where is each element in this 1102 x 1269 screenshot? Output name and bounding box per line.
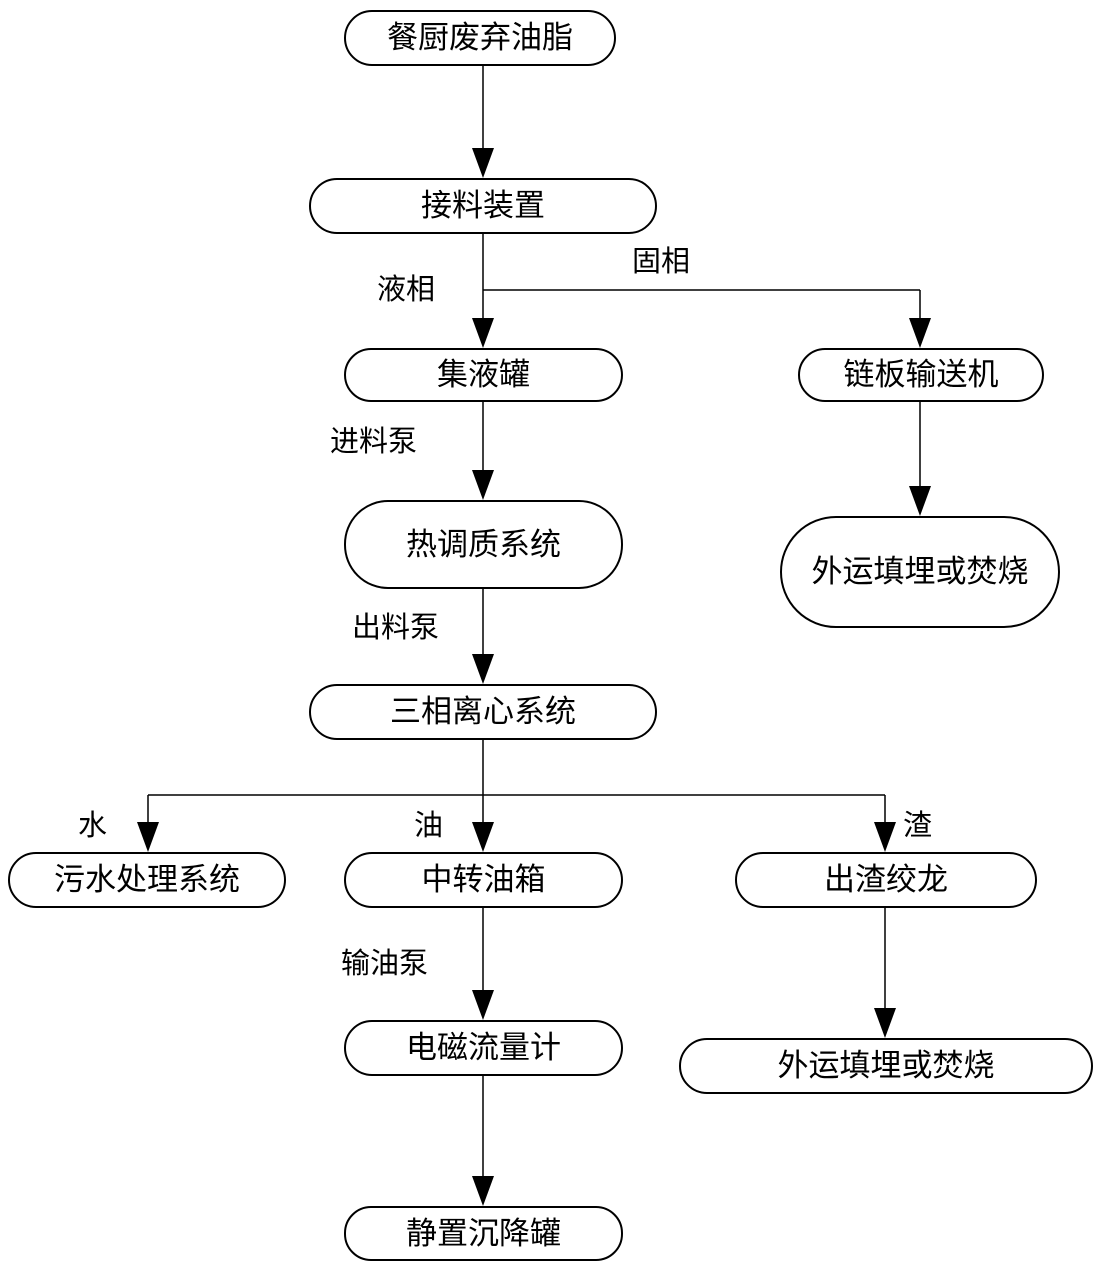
- edge-label-oil-pump: 输油泵: [341, 946, 429, 980]
- node-slag-auger: 出渣绞龙: [735, 852, 1037, 908]
- node-label: 中转油箱: [421, 862, 546, 898]
- arrow-water: [137, 822, 159, 852]
- arrow-receiving: [472, 148, 494, 178]
- node-kitchen-waste-oil: 餐厨废弃油脂: [344, 10, 616, 66]
- arrow-thermal: [472, 470, 494, 500]
- node-chain-conveyor: 链板输送机: [798, 348, 1044, 402]
- node-label: 餐厨废弃油脂: [387, 20, 573, 56]
- edge-label-feed-pump: 进料泵: [330, 424, 418, 458]
- node-thermal-conditioning: 热调质系统: [344, 500, 623, 589]
- arrow-meter: [472, 990, 494, 1020]
- connector-lines: [147, 66, 921, 1176]
- edge-label-water: 水: [78, 808, 108, 842]
- node-label: 链板输送机: [843, 357, 999, 393]
- arrow-chain: [909, 318, 931, 348]
- node-electromagnetic-flowmeter: 电磁流量计: [344, 1020, 623, 1076]
- node-label: 外运填埋或焚烧: [811, 554, 1029, 590]
- arrow-collect: [472, 318, 494, 348]
- node-wastewater-treatment: 污水处理系统: [8, 852, 286, 908]
- node-label: 集液罐: [437, 357, 530, 393]
- arrow-slag: [874, 822, 896, 852]
- arrow-landfill-2: [874, 1008, 896, 1038]
- node-label: 电磁流量计: [406, 1030, 561, 1066]
- edge-label-solid-phase: 固相: [632, 244, 691, 278]
- arrow-centrifuge: [472, 654, 494, 684]
- node-label: 污水处理系统: [54, 862, 240, 898]
- node-transfer-oil-tank: 中转油箱: [344, 852, 623, 908]
- node-liquid-collection-tank: 集液罐: [344, 348, 623, 402]
- arrow-oil: [472, 822, 494, 852]
- node-label: 静置沉降罐: [406, 1215, 561, 1252]
- edge-label-slag: 渣: [903, 808, 933, 842]
- node-label: 接料装置: [421, 188, 545, 224]
- arrow-settling: [472, 1176, 494, 1206]
- node-label: 三相离心系统: [390, 694, 576, 730]
- edge-label-liquid-phase: 液相: [377, 272, 436, 306]
- arrowheads: [137, 148, 931, 1206]
- node-three-phase-centrifuge: 三相离心系统: [309, 684, 657, 740]
- node-label: 外运填埋或焚烧: [777, 1048, 995, 1084]
- node-landfill-or-incinerate-2: 外运填埋或焚烧: [679, 1038, 1093, 1094]
- node-receiving-device: 接料装置: [309, 178, 657, 234]
- arrow-landfill-1: [909, 486, 931, 516]
- node-settling-tank: 静置沉降罐: [344, 1206, 623, 1261]
- node-label: 热调质系统: [406, 526, 561, 563]
- node-label: 出渣绞龙: [824, 862, 948, 898]
- edge-label-oil: 油: [414, 808, 444, 842]
- node-landfill-or-incinerate-1: 外运填埋或焚烧: [780, 516, 1060, 628]
- edge-label-discharge-pump: 出料泵: [352, 610, 440, 644]
